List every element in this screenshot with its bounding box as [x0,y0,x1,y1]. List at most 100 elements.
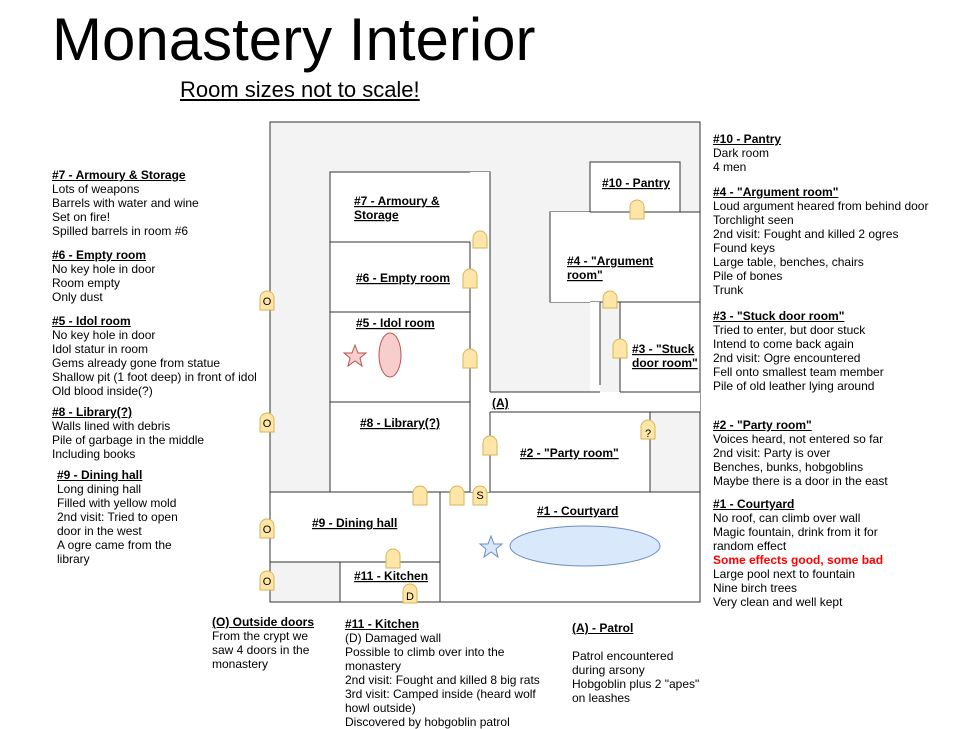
note-heading: (O) Outside doors [212,615,314,629]
note-heading: #7 - Armoury & Storage [52,168,186,182]
door-kitchen [385,548,401,569]
door-pantry [629,199,645,220]
note-line: Pile of old leather lying around [713,379,875,393]
note-line: 2nd visit: Tried to open [57,510,178,524]
room-label-kitchen: #11 - Kitchen [354,569,428,583]
note-heading: #6 - Empty room [52,248,147,262]
door-armoury [472,230,488,249]
idol-statue [378,332,402,378]
note-line: Filled with yellow mold [57,496,177,510]
note-heading: #4 - "Argument room" [713,185,839,199]
note-line: random effect [713,539,787,553]
door-idol-room [462,348,478,369]
note-line: 3rd visit: Camped inside (heard wolf [345,687,536,701]
note-line: monastery [345,659,402,673]
outside-door-1 [259,290,275,311]
note-line: Trunk [713,283,744,297]
note-heading: #5 - Idol room [52,314,131,328]
room-party [489,411,651,493]
note-armoury: #7 - Armoury & Storage Lots of weapons B… [52,168,199,238]
unknown-door-label: ? [645,428,651,440]
note-line: monastery [212,657,269,671]
note-line: Pile of bones [713,269,783,283]
note-line: Benches, bunks, hobgoblins [713,460,864,474]
note-heading: (A) - Patrol [572,621,634,635]
room-label-stuck-1: #3 - "Stuck [632,342,695,356]
note-argument-room: #4 - "Argument room" Loud argument heare… [713,185,928,297]
room-library [329,401,471,493]
note-line: Walls lined with debris [52,419,171,433]
note-heading: #9 - Dining hall [57,468,143,482]
note-line: Very clean and well kept [713,595,843,609]
outside-door-3-label: O [263,524,272,536]
note-line: Possible to climb over into the [345,645,505,659]
door-party-room [482,435,498,456]
note-line: (D) Damaged wall [345,631,442,645]
note-line: No key hole in door [52,262,156,276]
note-line: Torchlight seen [713,213,794,227]
room-label-courtyard: #1 - Courtyard [537,504,618,518]
note-courtyard: #1 - Courtyard No roof, can climb over w… [713,497,883,609]
note-line: Nine birch trees [713,581,798,595]
room-label-stuck-2: door room" [632,356,698,370]
room-label-library: #8 - Library(?) [360,416,440,430]
unknown-door-marker [640,419,656,440]
secret-door [472,485,488,506]
note-line: Voices heard, not entered so far [713,432,884,446]
note-heading: #10 - Pantry [713,132,782,146]
note-heading: #1 - Courtyard [713,497,795,511]
note-line: 2nd visit: Party is over [713,446,831,460]
outside-door-2-label: O [263,418,272,430]
page-title: Monastery Interior [52,6,536,73]
note-line: Idol statur in room [52,342,149,356]
note-line: Discovered by hobgoblin patrol [345,715,510,729]
courtyard-pool [509,525,661,567]
note-line: Pile of garbage in the middle [52,433,205,447]
note-line: Intend to come back again [713,337,854,351]
note-line: Fell onto smallest team member [713,365,884,379]
doors [259,199,656,604]
note-line: library [57,552,90,566]
room-label-party: #2 - "Party room" [520,446,619,460]
note-line: during arsony [572,663,645,677]
note-line: Maybe there is a door in the east [713,474,888,488]
note-line: From the crypt we [212,629,309,643]
note-dining-hall: #9 - Dining hall Long dining hall Filled… [57,468,178,566]
note-heading: #8 - Library(?) [52,405,133,419]
room-label-idol: #5 - Idol room [356,316,435,330]
room-label-argument-2: room" [567,268,603,282]
note-line: 2nd visit: Fought and killed 2 ogres [713,227,899,241]
note-line: Found keys [713,241,776,255]
note-heading: #11 - Kitchen [345,617,420,631]
door-library-dining [412,485,428,506]
room-label-empty: #6 - Empty room [356,271,450,285]
note-line: 4 men [713,160,747,174]
patrol-marker: (A) [492,396,509,410]
note-line: A ogre came from the [57,538,172,552]
note-line: Magic fountain, drink from it for [713,525,878,539]
note-patrol: (A) - Patrol Patrol encountered during a… [572,621,699,705]
door-stuck-room [612,338,628,359]
note-line: door in the west [57,524,142,538]
room-label-dining: #9 - Dining hall [312,516,397,530]
room-label-armoury-2: Storage [354,208,399,222]
note-line: howl outside) [345,701,416,715]
note-line: No key hole in door [52,328,156,342]
note-line: Gems already gone from statue [52,356,221,370]
note-line: Long dining hall [57,482,142,496]
door-argument-room [602,290,618,309]
outside-door-4 [259,570,275,591]
note-line: Tried to enter, but door stuck [713,323,866,337]
note-party-room: #2 - "Party room" Voices heard, not ente… [713,418,888,488]
note-line: Only dust [52,290,103,304]
door-empty-room [462,268,478,289]
damaged-wall-label: D [406,591,414,603]
note-outside-doors: (O) Outside doors From the crypt we saw … [212,615,314,671]
page-subtitle: Room sizes not to scale! [180,77,420,102]
room-kitchen [339,561,441,603]
damaged-wall-marker [402,583,418,604]
note-line: 2nd visit: Fought and killed 8 big rats [345,673,540,687]
note-line: Spilled barrels in room #6 [52,224,189,238]
note-kitchen: #11 - Kitchen (D) Damaged wall Possible … [345,617,540,729]
note-line: Loud argument heared from behind door [713,199,929,213]
